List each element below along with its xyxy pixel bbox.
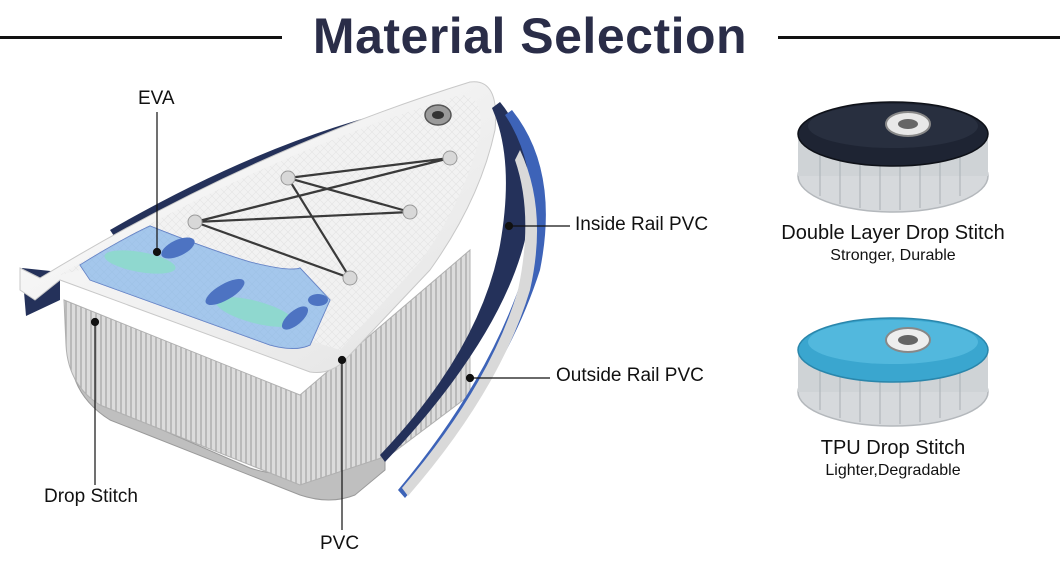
label-outside-rail-pvc: Outside Rail PVC [556, 365, 704, 386]
page-title: Material Selection [312, 8, 748, 64]
eva-pad-leaf [161, 237, 195, 259]
label-eva: EVA [138, 88, 175, 109]
label-drop-stitch: Drop Stitch [44, 486, 138, 507]
label-pvc: PVC [320, 533, 360, 554]
eva-pad-leaf [308, 294, 328, 306]
sample-title-tpu: TPU Drop Stitch [820, 437, 966, 459]
double-layer-sample-image [797, 101, 989, 213]
sample-subtitle-tpu: Lighter,Degradable [825, 462, 961, 479]
title-divider-left [0, 36, 282, 39]
eva-pad-leaf [281, 306, 309, 330]
sample-title-double-layer: Double Layer Drop Stitch [781, 222, 1005, 244]
callout-leaders [90, 112, 570, 530]
eva-pad-leaf [205, 279, 245, 305]
sample-subtitle-double-layer: Stronger, Durable [830, 247, 956, 264]
inside-rail-strip [380, 102, 530, 462]
board-cross-section-diagram [19, 81, 570, 530]
eva-pad-leaf [104, 250, 176, 274]
tpu-sample-image [797, 317, 989, 427]
title-divider-right [778, 36, 1060, 39]
title-bar: Material Selection [0, 0, 1060, 70]
label-inside-rail-pvc: Inside Rail PVC [575, 214, 709, 235]
eva-pad-leaf [216, 297, 294, 327]
outside-rail-strip-grey [402, 150, 538, 496]
bungee-anchors [187, 150, 458, 286]
